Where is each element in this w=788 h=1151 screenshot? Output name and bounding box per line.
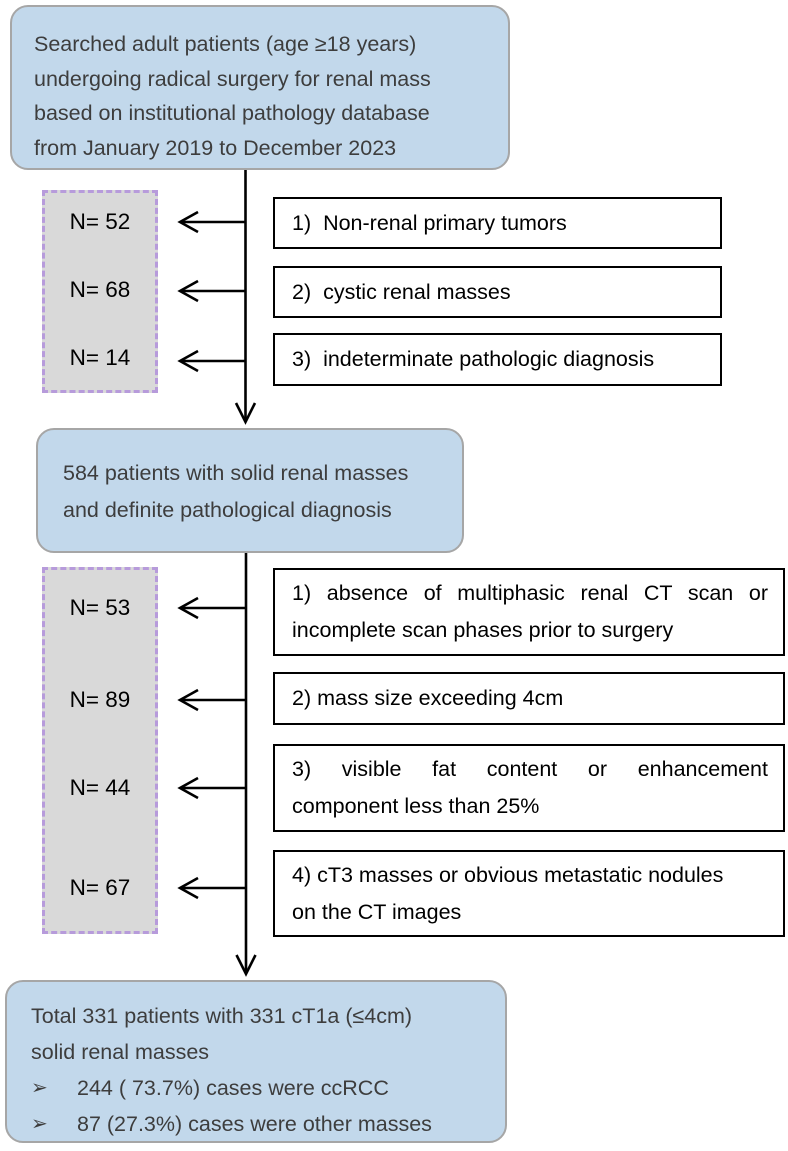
- bottom-node-bullet-text: 87 (27.3%) cases were other masses: [77, 1112, 432, 1136]
- flow-arrow-top-to-mid: [234, 170, 257, 425]
- exclusion-count: N= 52: [69, 209, 131, 234]
- exclusion-arrow-6: [177, 776, 246, 800]
- top-node-search-criteria: Searched adult patients (age ≥18 years) …: [10, 5, 510, 170]
- exclusion-arrow-2: [177, 279, 246, 303]
- top-node-line: from January 2019 to December 2023: [34, 135, 397, 160]
- flow-arrow-mid-to-bottom: [235, 553, 257, 977]
- arrowhead-bullet-icon: ➢: [31, 1113, 48, 1135]
- top-node-line: based on institutional pathology databas…: [34, 101, 430, 125]
- mid-node-line: 584 patients with solid renal masses: [63, 461, 409, 485]
- exclusion-reason-text: 4) cT3 masses or obvious metastatic nodu…: [292, 862, 724, 887]
- exclusion-reason-text: incomplete scan phases prior to surgery: [292, 618, 674, 642]
- exclusion-reason-text: component less than 25%: [292, 794, 540, 818]
- exclusion-reason-text: 3) indeterminate pathologic diagnosis: [292, 347, 655, 371]
- exclusion-reason-box-7: 4) cT3 masses or obvious metastatic nodu…: [273, 850, 785, 937]
- exclusion-reason-box-6: 3) visible fat content or enhancement co…: [273, 744, 785, 832]
- mid-node-line: and definite pathological diagnosis: [63, 498, 392, 522]
- exclusion-count-box-stage2: N= 53 N= 89 N= 44 N= 67: [42, 567, 158, 934]
- exclusion-arrow-4: [177, 596, 246, 620]
- arrowhead-bullet-icon: ➢: [31, 1077, 48, 1099]
- top-node-line: undergoing radical surgery for renal mas…: [34, 66, 431, 91]
- exclusion-reason-box-3: 3) indeterminate pathologic diagnosis: [273, 333, 722, 386]
- exclusion-arrow-3: [177, 349, 246, 373]
- bottom-node-bullet-row: ➢ 244 ( 73.7%) cases were ccRCC: [31, 1070, 497, 1106]
- mid-node-solid-masses: 584 patients with solid renal masses and…: [36, 428, 464, 553]
- exclusion-reason-box-2: 2) cystic renal masses: [273, 266, 722, 318]
- exclusion-reason-text: 3) visible fat content or enhancement: [292, 757, 768, 781]
- exclusion-reason-box-4: 1) absence of multiphasic renal CT scan …: [273, 568, 785, 656]
- exclusion-count-box-stage1: N= 52 N= 68 N= 14: [42, 190, 158, 393]
- exclusion-arrow-1: [177, 210, 246, 234]
- exclusion-reason-text: 1) Non-renal primary tumors: [292, 210, 567, 235]
- bottom-node-final-cohort: Total 331 patients with 331 cT1a (≤4cm) …: [5, 980, 507, 1143]
- exclusion-count: N= 44: [69, 775, 131, 800]
- exclusion-reason-text: 1) absence of multiphasic renal CT scan …: [292, 581, 768, 605]
- exclusion-reason-text: on the CT images: [292, 899, 462, 924]
- exclusion-reason-box-5: 2) mass size exceeding 4cm: [273, 672, 785, 725]
- exclusion-reason-text: 2) cystic renal masses: [292, 279, 511, 304]
- exclusion-count: N= 67: [69, 875, 131, 900]
- exclusion-count: N= 53: [69, 595, 131, 620]
- bottom-node-line: solid renal masses: [31, 1040, 210, 1064]
- exclusion-arrow-7: [177, 876, 246, 900]
- bottom-node-bullet-row: ➢ 87 (27.3%) cases were other masses: [31, 1106, 497, 1142]
- bottom-node-bullet-text: 244 ( 73.7%) cases were ccRCC: [77, 1076, 389, 1100]
- exclusion-reason-box-1: 1) Non-renal primary tumors: [273, 197, 722, 249]
- exclusion-count: N= 14: [69, 345, 131, 370]
- top-node-line: Searched adult patients (age ≥18 years): [34, 32, 417, 56]
- bottom-node-line: Total 331 patients with 331 cT1a (≤4cm): [31, 1004, 413, 1028]
- exclusion-arrow-5: [177, 688, 246, 712]
- exclusion-count: N= 68: [69, 277, 131, 302]
- exclusion-reason-text: 2) mass size exceeding 4cm: [292, 686, 564, 710]
- exclusion-count: N= 89: [69, 687, 131, 712]
